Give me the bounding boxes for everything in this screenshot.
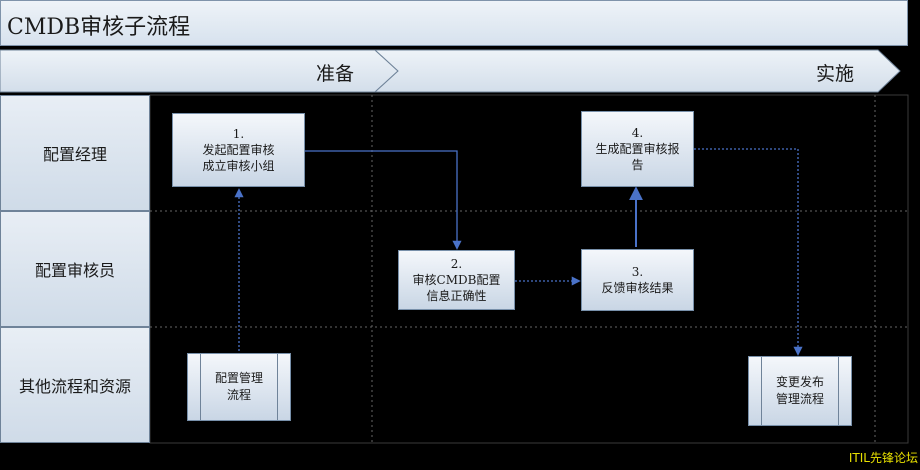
swimlane-frame: [149, 94, 909, 444]
title-bar: CMDB审核子流程: [0, 0, 908, 46]
step-text: 反馈审核结果: [601, 281, 674, 295]
step-box-3[interactable]: 3. 反馈审核结果: [581, 249, 694, 311]
lane-label-config-auditor: 配置审核员: [0, 211, 150, 327]
external-text: 管理流程: [775, 392, 824, 406]
step-box-4[interactable]: 4. 生成配置审核报 告: [581, 111, 694, 187]
diagram-title: CMDB审核子流程: [7, 15, 191, 40]
lane-label-other-processes: 其他流程和资源: [0, 327, 150, 443]
step-number: 2.: [450, 256, 463, 271]
step-number: 1.: [232, 126, 245, 141]
step-text: 生成配置审核报: [595, 141, 680, 156]
arrow-step4-to-change-mgmt: [694, 148, 803, 356]
phase-label-impl: 实施: [816, 63, 855, 85]
step-text: 成立审核小组: [202, 159, 275, 174]
lane-label-config-manager: 配置经理: [0, 95, 150, 211]
phase-label-prep: 准备: [316, 63, 355, 85]
external-process-config-mgmt[interactable]: 配置管理 流程: [187, 353, 291, 421]
step-number: 4.: [631, 125, 644, 140]
step-text: 发起配置审核: [202, 142, 275, 157]
step-text: 信息正确性: [426, 289, 487, 304]
arrow-step1-to-step2: [305, 150, 462, 250]
step-box-2[interactable]: 2. 审核CMDB配置 信息正确性: [398, 250, 515, 310]
step-text: 告: [631, 158, 644, 173]
watermark: ITIL先锋论坛: [848, 451, 918, 465]
external-text: 配置管理: [214, 371, 263, 386]
external-text: 变更发布: [775, 375, 824, 390]
step-box-1[interactable]: 1. 发起配置审核 成立审核小组: [172, 113, 305, 187]
step-text: 审核CMDB配置: [412, 272, 501, 287]
external-process-change-release[interactable]: 变更发布 管理流程: [748, 356, 852, 426]
phase-chevron-impl: [373, 49, 901, 93]
external-text: 流程: [226, 388, 251, 402]
step-number: 3.: [631, 264, 644, 279]
